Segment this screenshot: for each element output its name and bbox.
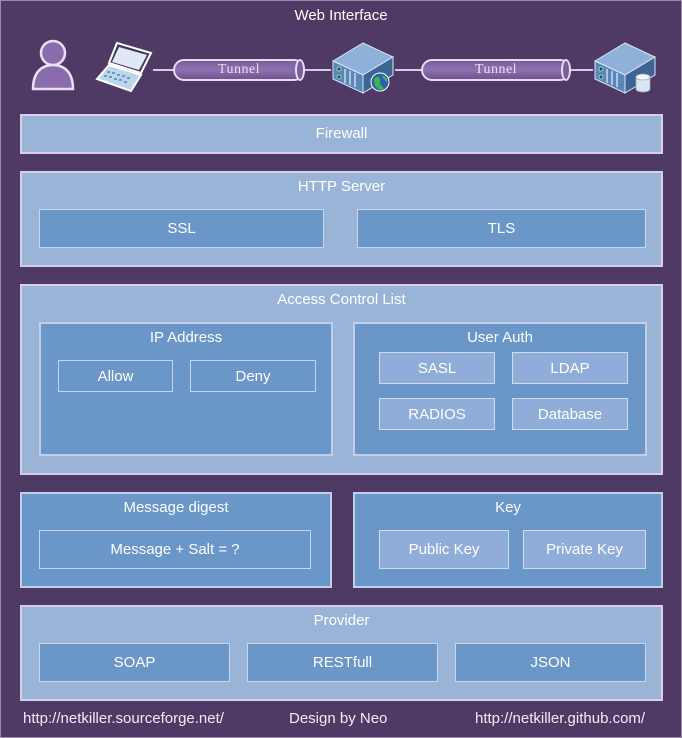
tunnel-end <box>295 59 305 81</box>
laptop-icon <box>95 39 157 95</box>
web-server-icon <box>327 39 395 95</box>
user-auth-label: User Auth <box>467 329 533 346</box>
http-server-layer: HTTP Server SSL TLS <box>20 171 663 267</box>
diagram-title: Web Interface <box>294 7 388 24</box>
allow-box: Allow <box>58 360 173 392</box>
deny-box: Deny <box>190 360 316 392</box>
ldap-box: LDAP <box>512 352 628 384</box>
tunnel-2: Tunnel <box>421 59 571 81</box>
firewall-layer: Firewall <box>20 114 663 154</box>
sasl-box: SASL <box>379 352 495 384</box>
tls-box: TLS <box>357 209 646 248</box>
tunnel-1: Tunnel <box>173 59 305 81</box>
user-icon <box>29 37 77 93</box>
tunnel-end <box>561 59 571 81</box>
ssl-box: SSL <box>39 209 324 248</box>
key-label: Key <box>495 499 521 516</box>
connector-line <box>571 69 593 71</box>
provider-layer: Provider SOAP RESTfull JSON <box>20 605 663 701</box>
database-server-icon <box>589 39 659 97</box>
http-server-label: HTTP Server <box>297 178 386 195</box>
footer-github-link[interactable]: http://netkiller.github.com/ <box>475 710 646 727</box>
user-auth-group: User Auth SASL LDAP RADIOS Database <box>353 322 647 456</box>
provider-label: Provider <box>313 612 370 629</box>
soap-box: SOAP <box>39 643 230 682</box>
radios-box: RADIOS <box>379 398 495 430</box>
connector-line <box>153 69 175 71</box>
json-box: JSON <box>455 643 646 682</box>
private-key-box: Private Key <box>523 530 646 569</box>
firewall-label: Firewall <box>315 125 368 142</box>
restfull-box: RESTfull <box>247 643 438 682</box>
message-salt-box: Message + Salt = ? <box>39 530 311 569</box>
key-group: Key Public Key Private Key <box>353 492 663 588</box>
footer-sourceforge-link[interactable]: http://netkiller.sourceforge.net/ <box>23 710 224 727</box>
connector-line <box>395 69 423 71</box>
message-digest-label: Message digest <box>123 499 229 516</box>
tunnel-2-label: Tunnel <box>474 62 518 77</box>
footer-credit: Design by Neo <box>289 710 388 727</box>
acl-layer: Access Control List IP Address Allow Den… <box>20 284 663 475</box>
tunnel-1-label: Tunnel <box>217 62 261 77</box>
acl-label: Access Control List <box>277 291 406 308</box>
connector-line <box>305 69 331 71</box>
ip-address-group: IP Address Allow Deny <box>39 322 333 456</box>
database-box: Database <box>512 398 628 430</box>
message-digest-group: Message digest Message + Salt = ? <box>20 492 332 588</box>
ip-address-label: IP Address <box>149 329 223 346</box>
public-key-box: Public Key <box>379 530 509 569</box>
